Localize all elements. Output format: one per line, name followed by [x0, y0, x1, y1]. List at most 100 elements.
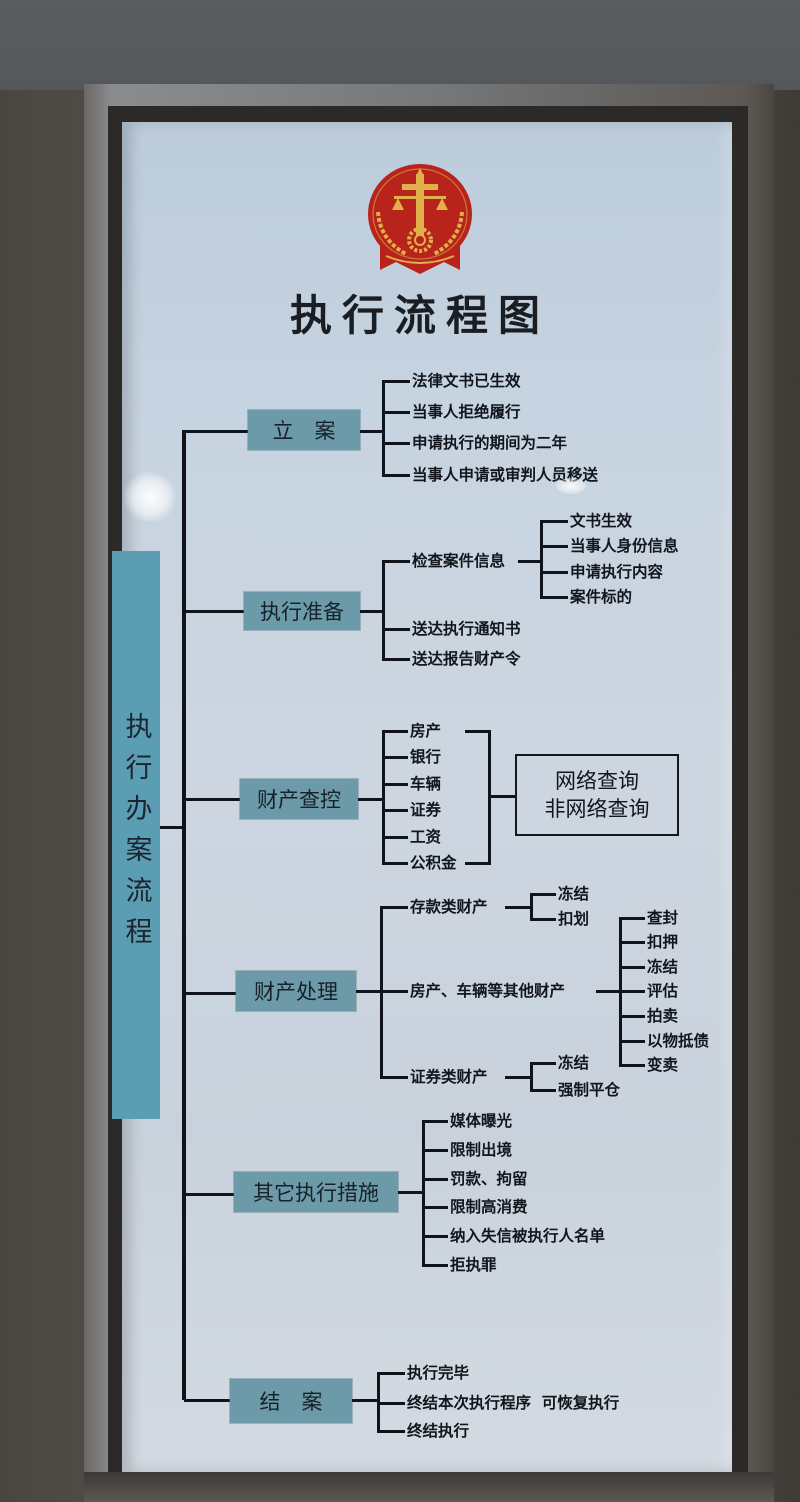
connector-line [382, 380, 410, 383]
category-filing: 立 案 [248, 410, 360, 450]
leaf-item: 检查案件信息 [412, 552, 506, 570]
connector-line [377, 1372, 405, 1375]
court-emblem-icon [368, 164, 472, 274]
leaf-item: 纳入失信被执行人名单 [450, 1227, 606, 1245]
connector-line [540, 520, 543, 598]
connector-line [377, 1430, 405, 1433]
connector-line [184, 1193, 234, 1196]
connector-line [540, 571, 568, 574]
leaf-item: 限制出境 [450, 1141, 513, 1159]
connector-line [382, 809, 408, 812]
leaf-item: 扣押 [647, 933, 679, 951]
connector-line [382, 442, 410, 445]
connector-line [530, 893, 533, 921]
leaf-item: 送达执行通知书 [412, 620, 521, 638]
connector-line [382, 411, 410, 414]
connector-line [422, 1120, 448, 1123]
main-spine-line [182, 430, 186, 1400]
connector-line [530, 1089, 556, 1092]
leaf-item: 拒执罪 [450, 1256, 497, 1274]
connector-line [505, 1076, 533, 1079]
connector-line [398, 1191, 424, 1194]
connector-line [530, 1062, 556, 1065]
leaf-item: 强制平仓 [558, 1081, 621, 1099]
leaf-item: 当事人拒绝履行 [412, 403, 521, 421]
connector-line [358, 798, 384, 801]
connector-line [540, 520, 568, 523]
connector-line [518, 560, 542, 563]
category-other-measures: 其它执行措施 [234, 1172, 398, 1212]
connector-line [160, 826, 184, 829]
category-asset-disposal: 财产处理 [236, 971, 356, 1011]
leaf-item: 房产 [410, 722, 442, 740]
connector-line [530, 918, 556, 921]
connector-line [382, 380, 385, 476]
connector-line [540, 596, 568, 599]
flowchart-panel [122, 122, 732, 1472]
leaf-item: 冻结 [558, 885, 590, 903]
leaf-item: 工资 [410, 828, 442, 846]
leaf-item: 证券 [410, 801, 442, 819]
leaf-item: 媒体曝光 [450, 1112, 513, 1130]
query-method-box: 网络查询 非网络查询 [515, 754, 679, 836]
connector-line [382, 862, 408, 865]
category-preparation: 执行准备 [244, 592, 360, 630]
leaf-item: 文书生效 [570, 512, 633, 530]
connector-line [540, 545, 568, 548]
connector-line [619, 941, 645, 944]
connector-line [382, 836, 408, 839]
connector-line [382, 474, 410, 477]
leaf-item: 评估 [647, 982, 679, 1000]
leaf-item: 送达报告财产令 [412, 650, 521, 668]
connector-line [382, 730, 408, 733]
category-case-closure: 结 案 [230, 1379, 352, 1423]
leaf-item: 证券类财产 [410, 1068, 488, 1086]
category-label: 执行准备 [260, 600, 344, 624]
connector-line [422, 1149, 448, 1152]
leaf-item: 扣划 [558, 910, 590, 928]
connector-line [380, 906, 408, 909]
connector-line [382, 628, 410, 631]
leaf-item: 存款类财产 [410, 898, 488, 916]
connector-line [184, 992, 236, 995]
leaf-item: 终结执行 [407, 1422, 470, 1440]
display-frame-bottom [84, 1472, 774, 1502]
connector-line [184, 610, 244, 613]
category-label: 立 案 [272, 419, 336, 443]
leaf-item: 申请执行的期间为二年 [412, 434, 568, 452]
connector-line [619, 1015, 645, 1018]
connector-line [382, 658, 410, 661]
leaf-item: 法律文书已生效 [412, 372, 521, 390]
leaf-item: 当事人申请或审判人员移送 [412, 466, 599, 484]
connector-line [488, 795, 516, 798]
page-title: 执行流程图 [289, 291, 550, 340]
connector-line [380, 1076, 408, 1079]
query-method-label: 网络查询 [555, 769, 639, 793]
connector-line [422, 1235, 448, 1238]
category-label: 结 案 [259, 1390, 323, 1414]
connector-line [184, 798, 240, 801]
leaf-item: 案件标的 [570, 588, 633, 606]
category-label: 财产处理 [254, 980, 338, 1004]
leaf-item: 拍卖 [647, 1007, 679, 1025]
leaf-item: 申请执行内容 [570, 563, 664, 581]
connector-line [382, 560, 410, 563]
category-asset-investigation: 财产查控 [240, 779, 358, 819]
leaf-item: 公积金 [410, 854, 457, 872]
connector-line [596, 990, 622, 993]
light-glare [124, 472, 176, 522]
connector-line [184, 430, 248, 433]
leaf-item: 变卖 [647, 1056, 679, 1074]
leaf-item: 以物抵债 [647, 1032, 710, 1050]
leaf-item: 冻结 [647, 958, 679, 976]
leaf-item: 罚款、拘留 [450, 1170, 528, 1188]
connector-line [377, 1402, 405, 1405]
connector-line [184, 1399, 230, 1402]
connector-line [505, 906, 533, 909]
root-label: 执行办案流程 [120, 712, 152, 958]
leaf-item: 当事人身份信息 [570, 537, 679, 555]
connector-line [352, 1399, 380, 1402]
leaf-item: 执行完毕 [407, 1364, 470, 1382]
query-method-label: 非网络查询 [544, 797, 650, 821]
connector-line [619, 990, 645, 993]
